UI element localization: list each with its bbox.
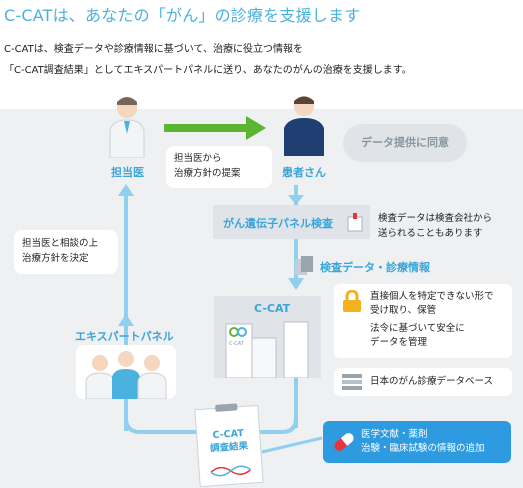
patient-label: 患者さん <box>282 166 326 179</box>
doctor-label: 担当医 <box>111 166 144 179</box>
intro-line-2: 「C-CAT調査結果」としてエキスパートパネルに送り、あなたのがんの治療を支援し… <box>4 65 412 76</box>
data-label: 検査データ・診療情報 <box>320 261 430 274</box>
security-item1-line2: 受け取り、保管 <box>370 305 437 316</box>
ccat-box: C-CAT C-CAT <box>214 296 321 378</box>
expert-panel-label: エキスパートパネル <box>75 330 174 343</box>
database-label: 日本のがん診療データベース <box>370 376 494 387</box>
document-icon <box>295 256 313 275</box>
building-label: C-CAT <box>229 341 244 347</box>
panel-test-bar: がん遺伝子パネル検査 <box>213 205 370 239</box>
hospital-icon <box>347 213 363 232</box>
security-item2-line1: 法令に基づいて安全に <box>370 323 465 334</box>
lock-icon <box>343 290 361 312</box>
medical-info-line-2: 治験・臨床試験の情報の追加 <box>361 443 485 454</box>
security-card: 直接個人を特定できない形で 受け取り、保管 法令に基づいて安全に データを管理 <box>334 284 512 358</box>
panel-test-note-1: 検査データは検査会社から <box>378 213 493 224</box>
decision-line-2: 治療方針を決定 <box>22 253 89 264</box>
panel-test-note: 検査データは検査会社から 送られることもあります <box>378 211 492 241</box>
security-item1-line1: 直接個人を特定できない形で <box>370 291 494 302</box>
clipboard-clip <box>215 403 238 412</box>
medical-info-line-1: 医学文献・薬剤 <box>361 429 428 440</box>
pill-icon <box>334 433 354 451</box>
page-title: C-CATは、あなたの「がん」の診療を支援します <box>4 6 361 25</box>
database-card: 日本のがん診療データベース <box>334 368 512 396</box>
doctor-figure <box>107 94 147 158</box>
intro-line-1: C-CATは、検査データや診療情報に基づいて、治療に役立つ情報を <box>4 44 303 55</box>
expert-panel-doctors <box>85 351 167 399</box>
database-icon <box>342 374 362 390</box>
ccat-building <box>225 321 309 378</box>
flow-line-left <box>124 188 128 431</box>
ccat-label: C-CAT <box>254 302 291 315</box>
report-clipboard: C-CAT 調査結果 <box>194 403 264 488</box>
proposal-line-1: 担当医から <box>174 153 222 164</box>
decision-line-1: 担当医と相談の上 <box>22 238 99 249</box>
decision-bubble: 担当医と相談の上 治療方針を決定 <box>14 230 118 274</box>
dna-icon <box>210 465 252 477</box>
security-item2-line2: データを管理 <box>370 337 428 348</box>
patient-figure <box>282 92 326 156</box>
consent-cloud: データ提供に同意 <box>343 124 467 162</box>
panel-test-note-2: 送られることもあります <box>378 228 483 239</box>
proposal-bubble: 担当医から 治療方針の提案 <box>166 146 272 188</box>
expert-panel-box <box>76 345 176 399</box>
panel-test-label: がん遺伝子パネル検査 <box>223 217 333 230</box>
proposal-line-2: 治療方針の提案 <box>174 168 241 179</box>
medical-info-box: 医学文献・薬剤 治験・臨床試験の情報の追加 <box>323 421 511 463</box>
